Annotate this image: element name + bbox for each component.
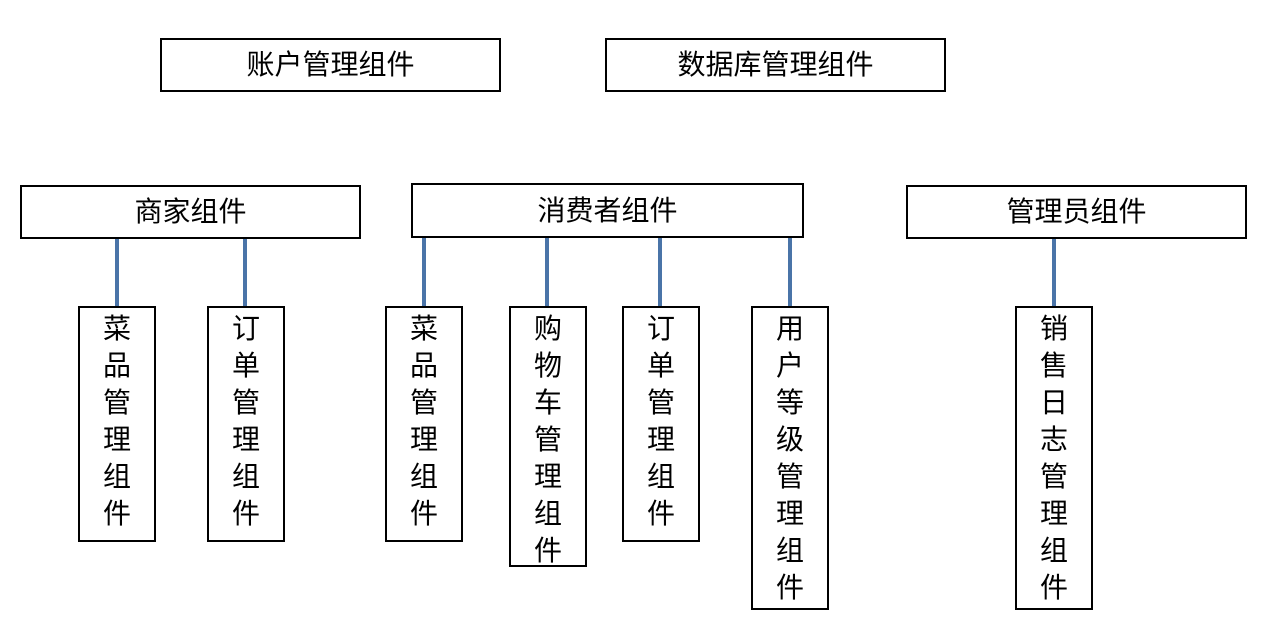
merchant-dish-management-box: 菜品管理组件 <box>78 306 156 542</box>
consumer-component-label: 消费者组件 <box>537 193 678 227</box>
admin-component-box: 管理员组件 <box>906 185 1247 239</box>
merchant-dish-management-label: 菜品管理组件 <box>102 312 131 530</box>
consumer-component-box: 消费者组件 <box>411 183 804 238</box>
consumer-user-level-management-box: 用户等级管理组件 <box>751 306 829 610</box>
account-management-label: 账户管理组件 <box>246 48 415 81</box>
consumer-order-management-label: 订单管理组件 <box>646 312 675 530</box>
merchant-order-management-box: 订单管理组件 <box>207 306 285 542</box>
connector-consumer-order <box>658 236 662 309</box>
connector-consumer-level <box>788 236 792 309</box>
merchant-component-box: 商家组件 <box>20 185 361 239</box>
merchant-component-label: 商家组件 <box>134 195 247 228</box>
admin-component-label: 管理员组件 <box>1006 195 1147 228</box>
admin-sales-log-management-label: 销售日志管理组件 <box>1039 312 1068 604</box>
consumer-cart-management-box: 购物车管理组件 <box>509 306 587 567</box>
connector-consumer-dish <box>422 236 426 309</box>
merchant-order-management-label: 订单管理组件 <box>231 312 260 530</box>
database-management-box: 数据库管理组件 <box>605 38 946 92</box>
connector-consumer-cart <box>545 236 549 309</box>
account-management-box: 账户管理组件 <box>160 38 501 92</box>
admin-sales-log-management-box: 销售日志管理组件 <box>1015 306 1093 610</box>
connector-merchant-dish <box>115 237 119 309</box>
database-management-label: 数据库管理组件 <box>677 48 874 81</box>
consumer-cart-management-label: 购物车管理组件 <box>533 312 562 567</box>
consumer-order-management-box: 订单管理组件 <box>622 306 700 542</box>
consumer-dish-management-box: 菜品管理组件 <box>385 306 463 542</box>
consumer-dish-management-label: 菜品管理组件 <box>409 312 438 530</box>
consumer-user-level-management-label: 用户等级管理组件 <box>775 312 804 604</box>
connector-merchant-order <box>243 237 247 309</box>
connector-admin-sales <box>1052 238 1056 309</box>
